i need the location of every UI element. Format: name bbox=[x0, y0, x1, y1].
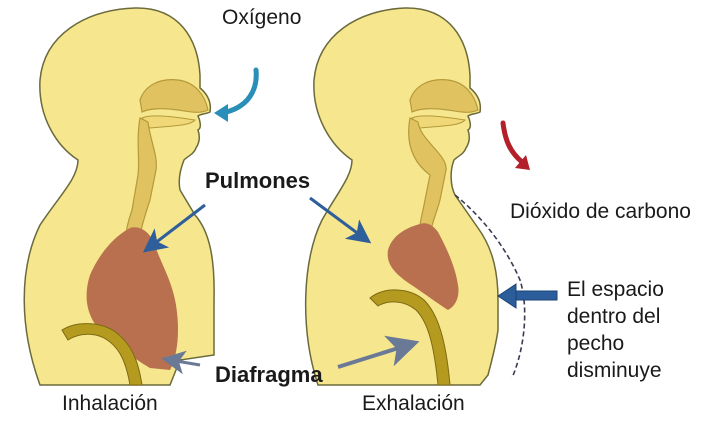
oxygen-label: Oxígeno bbox=[222, 6, 302, 29]
exhalation-nasal-cavity bbox=[409, 79, 479, 113]
co2-airflow-arrow bbox=[500, 120, 525, 165]
chest-space-annotation: El espacio dentro del pecho disminuye bbox=[567, 278, 664, 382]
chest-compress-arrow bbox=[497, 283, 558, 309]
inhalation-diaphragm bbox=[61, 323, 143, 386]
inhalation-oral-cavity bbox=[141, 115, 196, 129]
exhalation-lungs bbox=[387, 223, 459, 310]
exhalation-oral-cavity bbox=[411, 115, 466, 129]
exhalation-body bbox=[304, 7, 499, 386]
inhalation-lungs-pointer bbox=[142, 203, 206, 253]
exhalation-diaphragm-pointer bbox=[337, 335, 420, 369]
previous-chest-outline bbox=[454, 194, 526, 379]
exhalation-diaphragm bbox=[369, 289, 451, 386]
co2-label: Dióxido de carbono bbox=[510, 200, 691, 223]
co2-arrowhead bbox=[515, 155, 530, 170]
inhalation-diaphragm-pointer bbox=[161, 350, 201, 375]
exhalation-figure bbox=[304, 7, 558, 386]
oxygen-arrowhead bbox=[214, 104, 228, 122]
exhalation-lungs-pointer bbox=[309, 196, 372, 244]
exhalation-caption: Exhalación bbox=[362, 392, 465, 415]
oxygen-airflow-arrow bbox=[219, 67, 259, 116]
inhalation-nasal-cavity bbox=[139, 79, 209, 113]
diaphragm-label: Diafragma bbox=[215, 362, 323, 387]
lungs-label: Pulmones bbox=[205, 168, 311, 193]
inhalation-caption: Inhalación bbox=[62, 392, 158, 415]
inhalation-figure bbox=[23, 7, 259, 386]
